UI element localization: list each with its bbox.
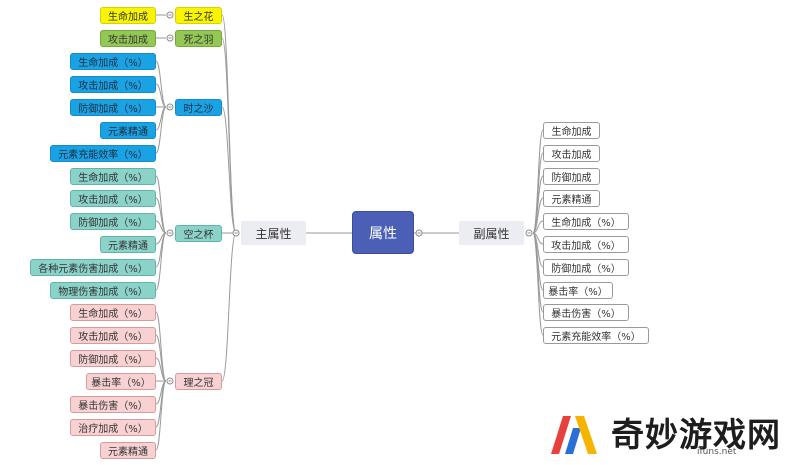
sub-item-5[interactable]: 攻击加成（%） [543, 235, 629, 253]
group-node-0[interactable]: 生之花 [175, 6, 222, 24]
sub-item-1[interactable]: 攻击加成 [543, 144, 600, 162]
main-item-3-4[interactable]: 各种元素伤害加成（%） [30, 258, 156, 276]
main-item-0-0[interactable]: 生命加成 [100, 6, 156, 24]
logo-mark-icon [551, 416, 597, 454]
sub-item-0[interactable]: 生命加成 [543, 121, 600, 139]
main-item-3-5[interactable]: 物理伤害加成（%） [50, 281, 156, 299]
sub-item-6[interactable]: 防御加成（%） [543, 258, 629, 276]
group-node-3[interactable]: 空之杯 [175, 224, 222, 242]
main-item-4-0[interactable]: 生命加成（%） [70, 303, 156, 321]
group-collapse-toggle-2[interactable] [166, 103, 174, 111]
watermark-logo: 奇妙游戏网 ifuns.net [551, 408, 791, 462]
main-item-2-0[interactable]: 生命加成（%） [70, 52, 156, 70]
sub-item-4[interactable]: 生命加成（%） [543, 212, 629, 230]
main-item-3-3[interactable]: 元素精通 [100, 235, 156, 253]
sub-item-3[interactable]: 元素精通 [543, 189, 600, 207]
sub-item-9[interactable]: 元素充能效率（%） [543, 326, 649, 344]
main-item-3-0[interactable]: 生命加成（%） [70, 167, 156, 185]
root-node-attributes[interactable]: 属性 [352, 211, 414, 254]
sub-item-8[interactable]: 暴击伤害（%） [543, 303, 629, 321]
main-item-4-1[interactable]: 攻击加成（%） [70, 326, 156, 344]
main-attributes-collapse-toggle[interactable] [232, 229, 240, 237]
main-item-4-3[interactable]: 暴击率（%） [86, 372, 156, 390]
group-node-1[interactable]: 死之羽 [175, 29, 222, 47]
main-item-4-5[interactable]: 治疗加成（%） [70, 418, 156, 436]
watermark-text: 奇妙游戏网 [611, 415, 781, 454]
main-item-2-4[interactable]: 元素充能效率（%） [50, 144, 156, 162]
main-item-2-1[interactable]: 攻击加成（%） [70, 75, 156, 93]
group-collapse-toggle-1[interactable] [166, 34, 174, 42]
sub-item-2[interactable]: 防御加成 [543, 167, 600, 185]
group-node-4[interactable]: 理之冠 [175, 372, 222, 390]
main-item-4-2[interactable]: 防御加成（%） [70, 349, 156, 367]
group-node-2[interactable]: 时之沙 [175, 98, 222, 116]
main-item-4-6[interactable]: 元素精通 [100, 441, 156, 459]
main-item-1-0[interactable]: 攻击加成 [100, 29, 156, 47]
group-collapse-toggle-3[interactable] [166, 229, 174, 237]
group-collapse-toggle-4[interactable] [166, 377, 174, 385]
main-item-2-3[interactable]: 元素精通 [100, 121, 156, 139]
watermark-url: ifuns.net [697, 447, 737, 457]
root-collapse-toggle[interactable] [415, 229, 423, 237]
main-item-2-2[interactable]: 防御加成（%） [70, 98, 156, 116]
sub-attributes-collapse-toggle[interactable] [525, 229, 533, 237]
group-collapse-toggle-0[interactable] [166, 11, 174, 19]
sub-item-7[interactable]: 暴击率（%） [543, 281, 613, 299]
sub-attributes-node[interactable]: 副属性 [459, 221, 524, 245]
main-item-3-1[interactable]: 攻击加成（%） [70, 189, 156, 207]
main-item-3-2[interactable]: 防御加成（%） [70, 212, 156, 230]
main-item-4-4[interactable]: 暴击伤害（%） [70, 395, 156, 413]
main-attributes-node[interactable]: 主属性 [241, 221, 306, 245]
